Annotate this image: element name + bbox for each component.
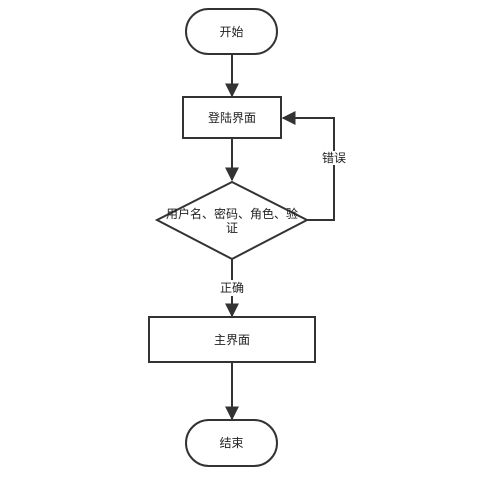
end-node [185, 419, 278, 467]
login-label: 登陆界面 [207, 111, 256, 125]
error-label: 错误 [318, 151, 350, 165]
main-label: 主界面 [213, 333, 250, 347]
end-label: 结束 [219, 436, 244, 450]
login-node [182, 96, 282, 139]
decision-label: 用户名、密码、角色、验 证 [157, 207, 307, 235]
correct-label: 正确 [214, 281, 250, 295]
start-label: 开始 [219, 25, 244, 39]
decision-label-line1: 用户名、密码、角色、验 [165, 207, 298, 221]
arrow-error-loop [281, 111, 335, 221]
decision-label-line2: 证 [225, 221, 238, 235]
